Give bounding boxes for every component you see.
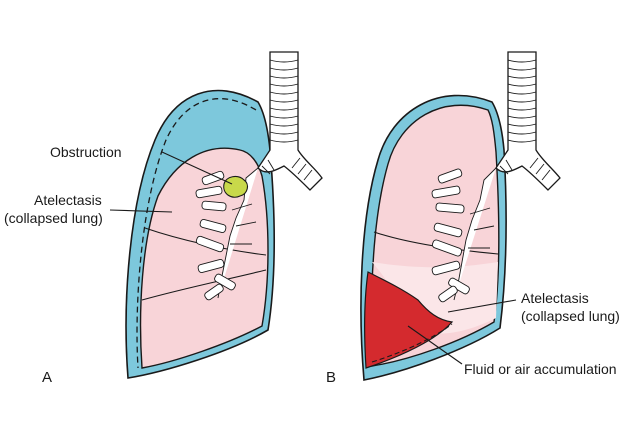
panel-a-bronchi bbox=[195, 167, 259, 301]
panel-b-trachea bbox=[495, 51, 561, 191]
panel-a-obstruction bbox=[223, 175, 249, 198]
panel-a-dashed-border bbox=[136, 98, 257, 369]
panel-b-atelectasis-label-line1: Atelectasis bbox=[521, 290, 589, 306]
panel-a-collapsed-lung bbox=[139, 147, 269, 369]
panel-b-atelectasis-leader bbox=[447, 299, 517, 313]
panel-a-fissure-lower bbox=[141, 269, 267, 301]
panel-b-fluid-leader bbox=[407, 325, 463, 365]
panel-b-fluid-dashed bbox=[371, 323, 453, 363]
panel-a-letter: A bbox=[42, 369, 53, 386]
panel-b-letter: B bbox=[326, 369, 337, 386]
panel-a-atelectasis-label-line2: (collapsed lung) bbox=[4, 210, 103, 226]
obstruction-label: Obstruction bbox=[50, 144, 122, 160]
panel-a-atelectasis-leader bbox=[109, 209, 173, 213]
panel-b-atelectasis-label-line2: (collapsed lung) bbox=[521, 308, 620, 324]
panel-a-illustration bbox=[109, 51, 323, 379]
panel-b-bronchi bbox=[431, 167, 497, 303]
fluid-accumulation-label: Fluid or air accumulation bbox=[464, 361, 617, 377]
panel-b-collapsed-region bbox=[372, 262, 498, 334]
panel-a-atelectasis-label-line1: Atelectasis bbox=[34, 192, 102, 208]
panel-a-obstruction-leader bbox=[161, 151, 233, 185]
panel-b-illustration bbox=[360, 51, 561, 381]
panel-a-trachea bbox=[257, 51, 323, 191]
